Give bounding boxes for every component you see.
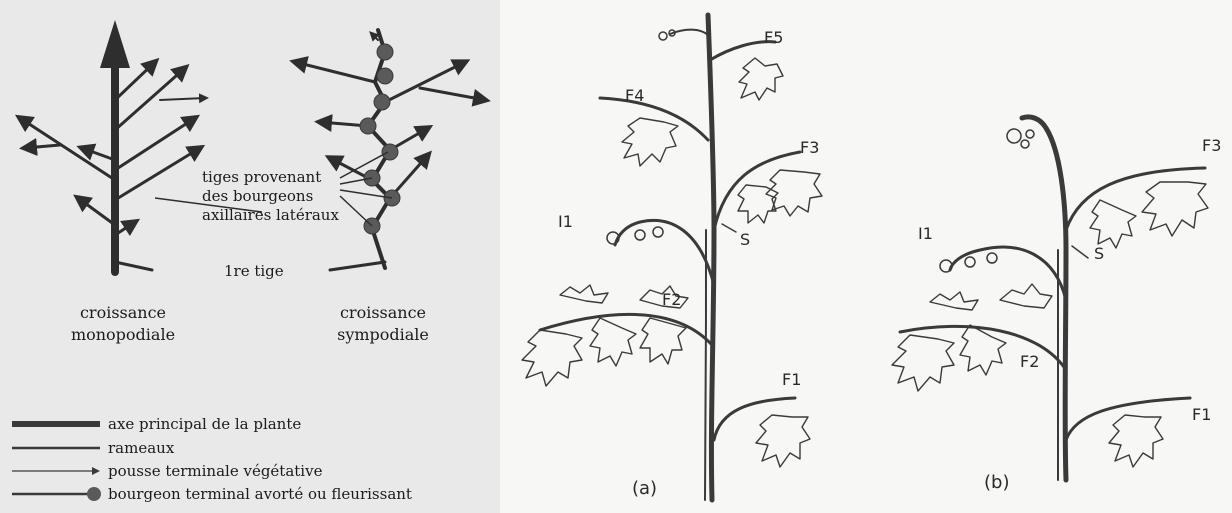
legend-row-terminal-bud: bourgeon terminal avorté ou fleurissant	[10, 484, 412, 504]
plant-b-leaf-f3b	[1090, 200, 1136, 248]
label-b-i1: I1	[918, 224, 933, 243]
label-a-f2: F2	[662, 290, 681, 309]
caption-a: (a)	[632, 478, 657, 499]
legend-row-branches: rameaux	[10, 438, 174, 458]
label-a-f5: F5	[764, 28, 783, 47]
plant-a-leaf-f2a	[522, 330, 582, 386]
legend-row-vegetative-shoot: pousse terminale végétative	[10, 461, 322, 481]
label-a-s: S	[740, 230, 750, 249]
plant-a	[522, 15, 822, 500]
tomato-sketch-svg	[500, 0, 1232, 513]
axillary-stems-callout: tiges provenant des bourgeons axillaires…	[202, 168, 339, 225]
label-b-f3: F3	[1202, 136, 1221, 155]
legend-label-main-axis: axe principal de la plante	[108, 415, 301, 433]
plant-a-leaf-f2c	[640, 318, 686, 364]
plant-a-leaf-f2b	[590, 318, 636, 366]
label-a-f3: F3	[800, 138, 819, 157]
monopodial-caption-line-2: monopodiale	[58, 324, 188, 346]
label-b-f1: F1	[1192, 405, 1211, 424]
plant-b-stem	[1022, 117, 1066, 480]
legend-label-vegetative-shoot: pousse terminale végétative	[108, 462, 322, 480]
callout-line-2: des bourgeons	[202, 187, 339, 206]
monopodial-caption-line-1: croissance	[58, 302, 188, 324]
sympodial-plant	[295, 30, 485, 270]
caption-b: (b)	[984, 472, 1009, 493]
tomato-sketch-panel: F5 F4 F3 I1 S F2 F1 (a) F3 I1 S F2 F1 (b…	[500, 0, 1232, 513]
callout-line-3: axillaires latéraux	[202, 206, 339, 225]
plant-b-leaf-f1	[1109, 415, 1163, 467]
callout-line-1: tiges provenant	[202, 168, 339, 187]
label-b-f2: F2	[1020, 352, 1039, 371]
thick-line-symbol	[10, 417, 102, 431]
growth-types-panel: tiges provenant des bourgeons axillaires…	[0, 0, 500, 513]
label-a-f1: F1	[782, 370, 801, 389]
first-stem-label: 1re tige	[224, 262, 284, 280]
label-a-i1: I1	[558, 212, 573, 231]
plant-a-leaf-f1	[756, 415, 810, 467]
legend-label-terminal-bud: bourgeon terminal avorté ou fleurissant	[108, 485, 412, 503]
plant-a-stem	[708, 15, 714, 500]
growth-diagram-svg	[0, 0, 500, 513]
line-dot-symbol	[10, 485, 102, 503]
main-axis-arrowhead	[100, 20, 130, 68]
sympodial-caption-line-2: sympodiale	[318, 324, 448, 346]
plant-a-leaf-f4	[622, 118, 678, 166]
sympodial-caption: croissance sympodiale	[318, 302, 448, 346]
plant-b-leaf-f3a	[1142, 182, 1208, 236]
label-a-f4: F4	[625, 86, 644, 105]
plant-b-leaf-f2b	[960, 325, 1006, 375]
plant-a-leaf-f3b	[738, 185, 778, 223]
legend-label-branches: rameaux	[108, 439, 174, 457]
plant-a-leaf-f3a	[766, 170, 822, 216]
plant-b	[892, 117, 1208, 480]
label-b-s: S	[1094, 244, 1104, 263]
monopodial-plant	[20, 20, 205, 272]
thin-arrow-symbol	[10, 464, 102, 478]
plant-a-leaf-f5	[739, 58, 783, 100]
sympodial-caption-line-1: croissance	[318, 302, 448, 324]
thin-line-symbol	[10, 441, 102, 455]
plant-b-leaf-f2a	[892, 335, 954, 391]
monopodial-caption: croissance monopodiale	[58, 302, 188, 346]
legend-row-main-axis: axe principal de la plante	[10, 414, 301, 434]
